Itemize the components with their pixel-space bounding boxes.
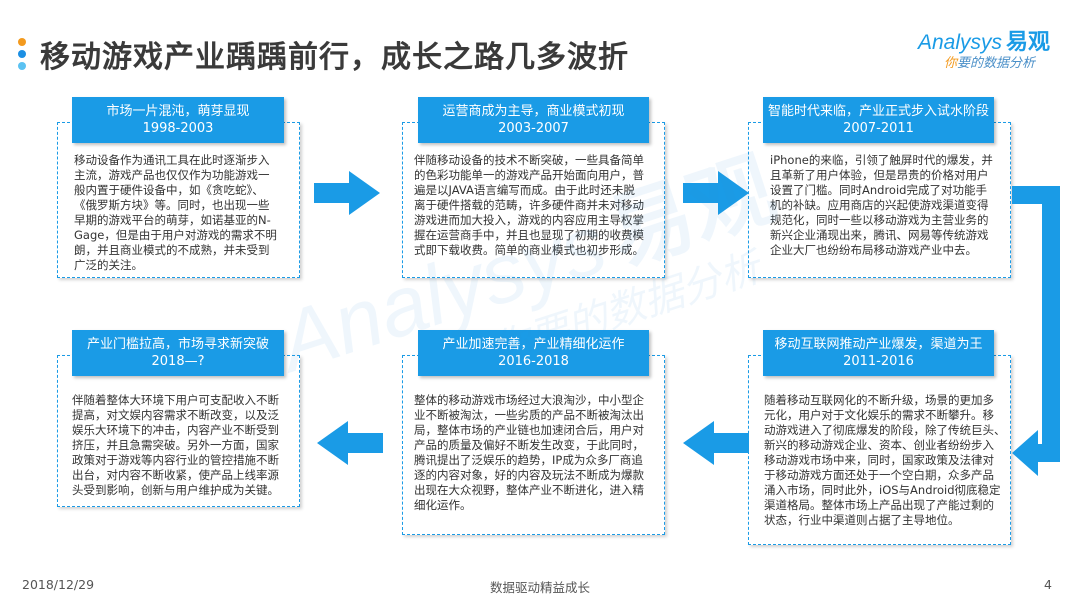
stage-body-3: iPhone的来临，引领了触屏时代的爆发，并且革新了用户体验，但是昂贵的价格对用… <box>770 153 993 258</box>
body-text-line: 新兴的移动游戏企业、资本、创业者纷纷步入 <box>764 438 994 452</box>
stage-title: 智能时代来临，产业正式步入试水阶段 <box>767 104 989 119</box>
body-text-line: 状态，行业中渠道则占据了主导地位。 <box>764 513 960 527</box>
body-text-line: 细化运作。 <box>414 498 472 512</box>
footer-slogan: 数据驱动精益成长 <box>489 580 590 595</box>
stage-title: 产业门槛拉高，市场寻求新突破 <box>86 337 269 352</box>
body-text-line: 移动设备作为通讯工具在此时逐渐步入 <box>74 153 270 167</box>
stage-header-5: 产业加速完善，产业精细化运作 2016-2018 <box>418 330 649 376</box>
body-text-line: 出台，对内容不断收紧，使产品上线率源 <box>72 468 279 482</box>
stage-header-4: 移动互联网推动产业爆发，渠道为王 2011-2016 <box>763 330 994 376</box>
stage-period: 1998-2003 <box>142 121 214 136</box>
body-text-line: 提高，对文娱内容需求不断改变，以及泛 <box>72 408 279 422</box>
stage-period: 2018—? <box>151 354 205 369</box>
body-text-line: 整体的移动游戏市场经过大浪淘沙，中小型企 <box>414 393 644 407</box>
body-text-line: 主流，游戏产品也仅仅作为功能游戏一 <box>74 168 270 182</box>
stage-title: 移动互联网推动产业爆发，渠道为王 <box>774 337 983 352</box>
body-text-line: 娱乐大环境下的冲击，内容产业不断受到 <box>72 423 279 437</box>
arrow-shape <box>314 171 380 215</box>
stage-body-2: 伴随移动设备的技术不断突破，一些具备简单的色彩功能单一的游戏产品开始面向用户，普… <box>414 153 644 258</box>
stage-body-1: 移动设备作为通讯工具在此时逐渐步入主流，游戏产品也仅仅作为功能游戏一般内置于硬件… <box>74 153 277 273</box>
body-text-line: 产品的质量及偏好不断发生改变，于此同时， <box>414 438 644 452</box>
arrow-left-icon <box>683 421 749 465</box>
body-text-line: 业不断被淘汰，一些劣质的产品不断被淘汰出 <box>414 408 644 422</box>
body-text-line: 政策对于游戏等内容行业的管控措施不断 <box>72 453 279 467</box>
stage-period: 2011-2016 <box>843 354 914 369</box>
arrow-left-icon <box>317 421 383 465</box>
body-text-line: 腾讯提出了泛娱乐的趋势，IP成为众多厂商追 <box>414 453 643 467</box>
arrow-shape <box>683 171 749 215</box>
body-text-line: 新兴企业涌现出来，腾讯、网易等传统游戏 <box>770 228 989 242</box>
body-text-line: 动游戏进入了彻底爆发的阶段，除了传统巨头、 <box>764 423 1006 437</box>
stage-header-2: 运营商成为主导，商业模式初现 2003-2007 <box>418 97 649 143</box>
body-text-line: 式即下载收费。简单的商业模式也初步形成。 <box>414 243 644 257</box>
stage-period: 2007-2011 <box>843 121 914 136</box>
body-text-line: 移动游戏市场中来，同时，国家政策及法律对 <box>764 453 994 467</box>
body-text-line: 企业大厂也纷纷布局移动游戏产业中去。 <box>770 243 977 257</box>
bent-arrow-icon <box>1012 186 1060 476</box>
body-text-line: Gage，但是由于用户对游戏的需求不明 <box>74 228 277 242</box>
body-text-line: 规范化，同时一些以移动游戏为主营业务的 <box>770 213 989 227</box>
footer-date: 2018/12/29 <box>22 577 95 592</box>
body-text-line: 随着移动互联网化的不断升级，场景的更加多 <box>764 393 994 407</box>
body-text-line: 局，整体市场的产业链也加速闭合后，用户对 <box>414 423 644 437</box>
body-text-line: 挤压，并且急需突破。另外一方面，国家 <box>72 438 279 452</box>
body-text-line: 渠道格局。整体市场上产品出现了产能过剩的 <box>764 498 994 512</box>
body-text-line: 机的补缺。应用商店的兴起使游戏渠道变得 <box>770 198 989 212</box>
bullet-dot-blue <box>18 50 26 58</box>
body-text-line: 出现在大众视野，整体产业不断进化，进入精 <box>414 483 644 497</box>
arrow-right-icon <box>314 171 380 215</box>
stage-title: 运营商成为主导，商业模式初现 <box>442 104 625 119</box>
stage-title: 产业加速完善，产业精细化运作 <box>442 337 625 352</box>
body-text-line: 伴随移动设备的技术不断突破，一些具备简单 <box>414 153 644 167</box>
body-text-line: 涌入市场，同时此外，iOS与Android彻底稳定 <box>764 483 1001 497</box>
arrow-shape <box>683 421 749 465</box>
body-text-line: 遍是以JAVA语言编写而成。由于此时还未脱 <box>414 183 635 197</box>
body-text-line: 于移动游戏方面还处于一个空白期，众多产品 <box>764 468 994 482</box>
body-text-line: 朗，并且商业模式的不成熟，并未受到 <box>74 243 270 257</box>
arrow-right-icon <box>683 171 749 215</box>
stage-header-6: 产业门槛拉高，市场寻求新突破 2018—? <box>72 330 284 376</box>
body-text-line: 头受到影响，创新与用户维护成为关键。 <box>72 483 279 497</box>
body-text-line: 元化，用户对于文化娱乐的需求不断攀升。移 <box>764 408 994 422</box>
arrow-shape <box>1012 186 1060 476</box>
logo-brand-en: Analysys <box>918 31 1003 54</box>
body-text-line: 设置了门槛。同时Android完成了对功能手 <box>770 183 987 197</box>
body-text-line: 般内置于硬件设备中，如《贪吃蛇》、 <box>74 183 264 197</box>
body-text-line: 的色彩功能单一的游戏产品开始面向用户，普 <box>414 168 644 182</box>
stage-title: 市场一片混沌，萌芽显现 <box>106 104 250 119</box>
stage-header-3: 智能时代来临，产业正式步入试水阶段 2007-2011 <box>763 97 994 143</box>
body-text-line: 握在运营商手中，并且也显现了初期的收费模 <box>414 228 644 242</box>
body-text-line: 早期的游戏平台的萌芽，如诺基亚的N- <box>74 213 271 227</box>
slide-title: 移动游戏产业踽踽前行，成长之路几多波折 <box>40 40 629 75</box>
page-number: 4 <box>1044 577 1052 592</box>
body-text-line: 且革新了用户体验，但是昂贵的价格对用户 <box>770 168 989 182</box>
logo-tagline: 你要的数据分析 <box>944 52 1035 71</box>
body-text-line: 逐的内容对象，好的内容及玩法不断成为爆款 <box>414 468 644 482</box>
body-text-line: 游戏进而加大投入，游戏的内容应用主导权掌 <box>414 213 644 227</box>
stage-header-1: 市场一片混沌，萌芽显现 1998-2003 <box>72 97 284 143</box>
stage-period: 2016-2018 <box>498 354 569 369</box>
tagline-rest: 要的数据分析 <box>957 56 1036 71</box>
tagline-highlight: 你 <box>944 56 958 71</box>
body-text-line: 离于硬件搭载的范畴，许多硬件商并未对移动 <box>414 198 644 212</box>
body-text-line: 广泛的关注。 <box>74 258 143 272</box>
stage-body-6: 伴随着整体大环境下用户可支配收入不断提高，对文娱内容需求不断改变，以及泛娱乐大环… <box>72 393 279 498</box>
stage-body-4: 随着移动互联网化的不断升级，场景的更加多元化，用户对于文化娱乐的需求不断攀升。移… <box>764 393 1006 528</box>
bullet-dot-light-blue <box>18 62 26 70</box>
stage-body-5: 整体的移动游戏市场经过大浪淘沙，中小型企业不断被淘汰，一些劣质的产品不断被淘汰出… <box>414 393 644 513</box>
bullet-dot-orange <box>18 38 26 46</box>
body-text-line: 《俄罗斯方块》等。同时，也出现一些 <box>74 198 270 212</box>
arrow-shape <box>317 421 383 465</box>
stage-period: 2003-2007 <box>498 121 569 136</box>
logo-brand-cn: 易观 <box>1006 30 1051 55</box>
body-text-line: 伴随着整体大环境下用户可支配收入不断 <box>72 393 279 407</box>
body-text-line: iPhone的来临，引领了触屏时代的爆发，并 <box>770 153 993 167</box>
